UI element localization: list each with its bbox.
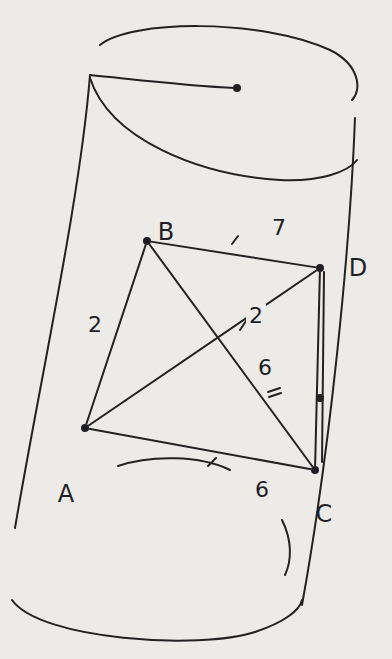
point-marker: A (81, 424, 89, 432)
segment-line (151, 242, 316, 268)
length-label: 6 (255, 356, 275, 380)
cylinder-bottom-arc (12, 600, 302, 641)
bottom-bracket-right (282, 520, 290, 575)
point-label: D (349, 256, 367, 280)
tick-mark (232, 236, 238, 244)
point-marker: D (316, 264, 324, 272)
segment-line (89, 429, 311, 470)
length-label: 2 (246, 304, 266, 328)
point-marker: C (311, 466, 319, 474)
point-label: A (58, 482, 74, 506)
cylinder-left-side (15, 75, 90, 528)
segment-line (88, 270, 316, 425)
edge-dot (317, 395, 323, 401)
cylinder-radius (90, 75, 235, 88)
point-label: C (316, 502, 333, 526)
point-marker: B (143, 237, 151, 245)
tick-mark (268, 388, 281, 397)
length-label: 7 (269, 216, 289, 240)
length-label: 2 (85, 313, 105, 337)
cylinder-center (234, 85, 240, 91)
cylinder-top-arc (100, 26, 357, 100)
edge-double (322, 272, 324, 462)
length-label: 6 (252, 478, 272, 502)
cylinder-right-side (302, 118, 355, 605)
segment-line (315, 272, 320, 466)
tick-mark (208, 458, 216, 466)
bottom-bracket (118, 458, 230, 470)
segment-line (149, 244, 312, 467)
point-label: B (158, 220, 174, 244)
cylinder-top-lower-arc (90, 78, 357, 180)
